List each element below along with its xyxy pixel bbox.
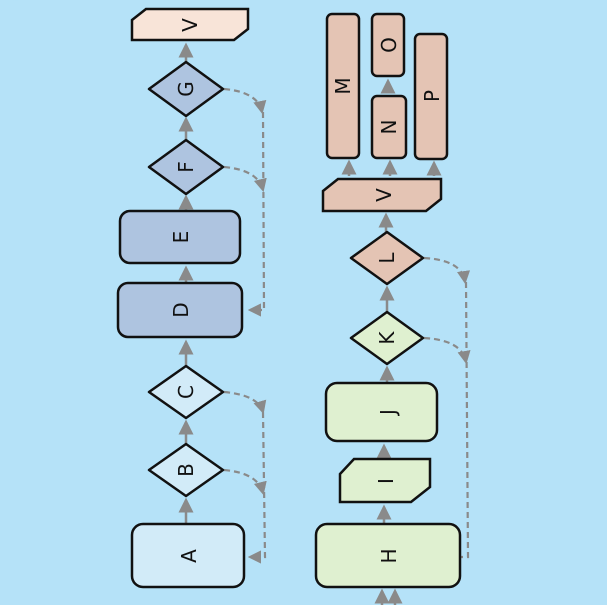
node-label: P — [420, 90, 444, 102]
node-p[interactable]: P — [413, 32, 449, 161]
node-c[interactable]: C — [147, 364, 225, 420]
node-b[interactable]: B — [147, 442, 225, 498]
node-o[interactable]: O — [370, 12, 406, 78]
node-label: A — [177, 549, 201, 563]
node-h[interactable]: H — [314, 522, 462, 589]
edges-right — [341, 78, 471, 605]
node-e[interactable]: E — [118, 209, 242, 265]
edge-c-loop — [223, 390, 267, 415]
node-label: N — [377, 120, 401, 135]
node-n[interactable]: N — [370, 94, 408, 160]
node-label: O — [377, 37, 401, 53]
node-label: V — [372, 188, 396, 202]
node-m[interactable]: M — [325, 12, 361, 160]
node-label: C — [174, 385, 198, 399]
edge-loop-h — [460, 281, 470, 559]
node-d[interactable]: D — [116, 281, 244, 339]
node-label: M — [331, 77, 355, 94]
node-label: L — [375, 252, 399, 264]
node-j[interactable]: J — [324, 381, 439, 443]
edge-b-loop — [223, 468, 267, 496]
node-label: D — [169, 302, 193, 317]
edge-g-loop — [223, 87, 267, 115]
node-v-right[interactable]: V — [321, 177, 443, 213]
node-a[interactable]: A — [130, 522, 246, 589]
node-label: J — [376, 409, 400, 417]
node-label: V — [178, 18, 202, 32]
edge-k-loop — [423, 336, 471, 365]
node-label: K — [375, 331, 399, 345]
edge-l-loop — [423, 256, 471, 285]
edge-loop-d — [247, 111, 266, 317]
node-label: G — [174, 81, 198, 97]
node-label: I — [374, 478, 398, 484]
node-label: B — [174, 463, 198, 477]
node-label: E — [169, 231, 193, 244]
node-label: F — [174, 161, 198, 173]
node-label: H — [377, 548, 401, 563]
node-i[interactable]: I — [338, 457, 432, 504]
node-k[interactable]: K — [349, 310, 425, 366]
edges-left — [178, 42, 267, 564]
node-f[interactable]: F — [147, 138, 225, 196]
node-l[interactable]: L — [349, 230, 425, 286]
node-v-top[interactable]: V — [130, 7, 250, 42]
edge-loop-a — [247, 411, 267, 564]
edge-f-loop — [223, 165, 267, 193]
node-g[interactable]: G — [147, 60, 225, 118]
